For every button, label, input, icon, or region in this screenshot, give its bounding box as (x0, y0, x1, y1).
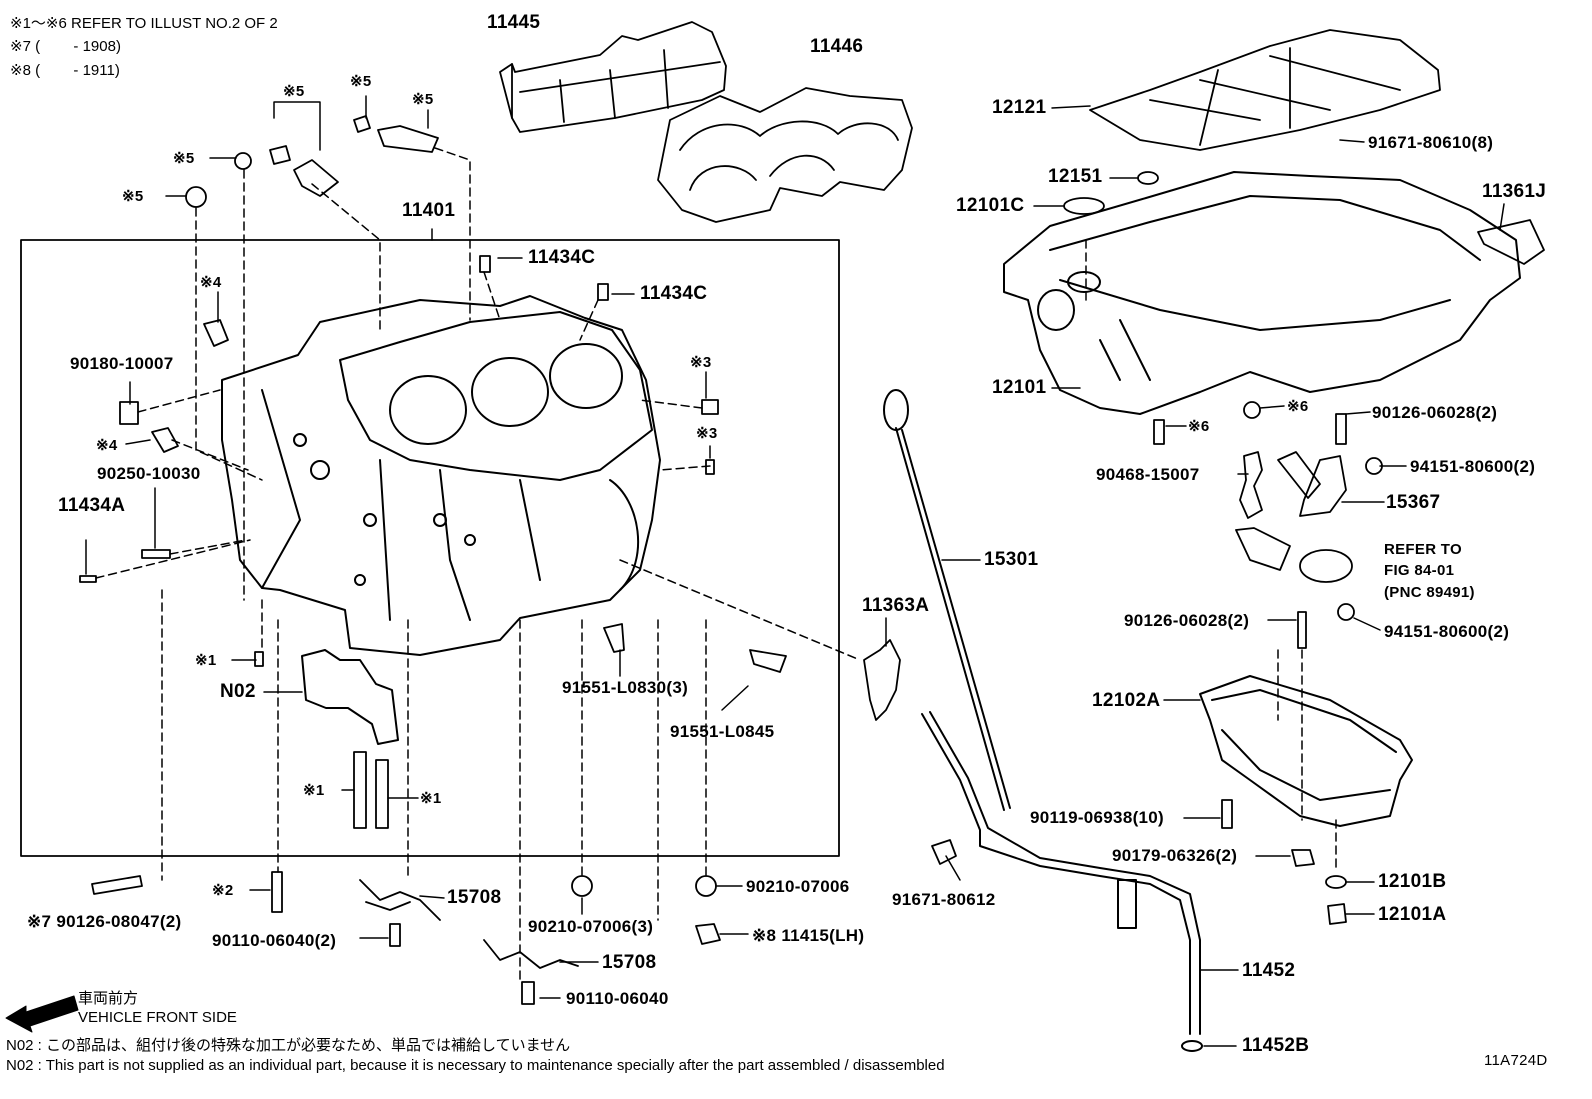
part-label: 12101C (956, 195, 1025, 216)
direction-label-jp: 車両前方 (78, 990, 139, 1007)
part-label: 12101B (1378, 871, 1447, 892)
part-label: 11434C (528, 247, 596, 268)
part-label: ※4 (96, 437, 118, 454)
part-label: 12101 (992, 377, 1047, 398)
block-assembly-frame (20, 239, 840, 857)
part-label: 15708 (447, 887, 502, 908)
part-label: 91551-L0845 (670, 722, 775, 741)
part-label: 11434A (58, 495, 126, 516)
part-label: ※6 (1188, 418, 1210, 435)
part-label: ※1 (420, 790, 442, 807)
part-label: ※2 (212, 882, 234, 899)
dipstick-guide-11452 (921, 711, 1203, 1052)
bearing-cap-n02 (301, 649, 399, 745)
part-label: ※5 (283, 83, 305, 100)
part-label: 15367 (1386, 492, 1441, 513)
footnote-jp: N02 : この部品は、組付け後の特殊な加工が必要なため、単品では補給していませ… (6, 1037, 571, 1054)
part-label: 11446 (810, 36, 864, 57)
oil-pan-12102a (1199, 675, 1413, 827)
part-label: 90210-07006(3) (528, 917, 654, 936)
bracket-11363a (863, 639, 901, 721)
footnote-en: N02 : This part is not supplied as an in… (6, 1057, 945, 1074)
dipstick-15301 (883, 389, 1011, 811)
part-label: 11361J (1482, 181, 1547, 202)
part-label: REFER TO (1384, 541, 1462, 558)
part-label: 90180-10007 (70, 354, 174, 373)
o-ring-12151 (1137, 171, 1159, 185)
baffle-plate-12121 (1089, 29, 1441, 151)
oil-pan-12101 (1003, 171, 1521, 415)
part-label: 12101A (1378, 904, 1447, 925)
dashed-leaders (95, 147, 1337, 981)
bracket-11361j (1477, 219, 1545, 265)
oil-nozzle-15708 (359, 879, 579, 969)
part-label: ※8 11415(LH) (752, 926, 865, 945)
part-label: 12102A (1092, 690, 1161, 711)
part-label: 15301 (984, 549, 1039, 570)
header-note-2: ※7 ( - 1908) (10, 38, 121, 55)
part-label: ※3 (696, 425, 718, 442)
part-label: 90126-06028(2) (1124, 611, 1250, 630)
header-note-1: ※1～※6 REFER TO ILLUST NO.2 OF 2 (10, 15, 278, 32)
part-label: FIG 84-01 (1384, 562, 1455, 579)
part-label: ※7 90126-08047(2) (27, 912, 182, 931)
part-label: ※1 (303, 782, 325, 799)
part-label: N02 (220, 681, 256, 702)
part-label: 94151-80600(2) (1410, 457, 1536, 476)
part-label: 11445 (487, 12, 541, 33)
part-label: 90126-06028(2) (1372, 403, 1498, 422)
part-label: 91551-L0830(3) (562, 678, 689, 697)
part-label: 11434C (640, 283, 708, 304)
part-label: ※5 (173, 150, 195, 167)
cover-11445 (499, 21, 727, 133)
part-label: 11452B (1242, 1035, 1310, 1056)
part-label: (PNC 89491) (1384, 584, 1475, 601)
cylinder-block (221, 295, 661, 656)
part-label: 90468-15007 (1096, 465, 1200, 484)
oil-strainer-parts (1153, 401, 1383, 621)
o-ring-12101c (1063, 197, 1105, 215)
part-label: ※5 (412, 91, 434, 108)
small-block-parts (79, 115, 787, 1005)
part-label: 12121 (992, 97, 1047, 118)
header-note-3: ※8 ( - 1911) (10, 62, 120, 79)
direction-label-en: VEHICLE FRONT SIDE (78, 1009, 237, 1026)
part-label: 15708 (602, 952, 657, 973)
part-label: ※6 (1287, 398, 1309, 415)
part-label: 94151-80600(2) (1384, 622, 1510, 641)
part-label: ※5 (122, 188, 144, 205)
part-label: ※3 (690, 354, 712, 371)
part-label: 12151 (1048, 166, 1103, 187)
part-label: ※4 (200, 274, 222, 291)
part-label: 11401 (402, 200, 456, 221)
part-label: 90110-06040 (566, 989, 669, 1008)
bolt-91671-80612 (931, 839, 957, 865)
part-label: 90210-07006 (746, 877, 850, 896)
part-label: 90179-06326(2) (1112, 846, 1238, 865)
part-label: 11363A (862, 595, 930, 616)
oil-pan-fasteners (1221, 611, 1347, 925)
part-label: 90119-06938(10) (1030, 808, 1165, 827)
front-arrow-icon (5, 995, 79, 1033)
part-label: 90110-06040(2) (212, 931, 337, 950)
illustration-id: 11A724D (1484, 1052, 1548, 1069)
insulator-11446 (657, 87, 913, 223)
part-label: ※1 (195, 652, 217, 669)
part-label: 90250-10030 (97, 464, 201, 483)
part-label: 91671-80612 (892, 890, 996, 909)
part-label: ※5 (350, 73, 372, 90)
part-label: 11452 (1242, 960, 1296, 981)
solid-leaders (85, 95, 1505, 1047)
part-label: 91671-80610(8) (1368, 133, 1494, 152)
